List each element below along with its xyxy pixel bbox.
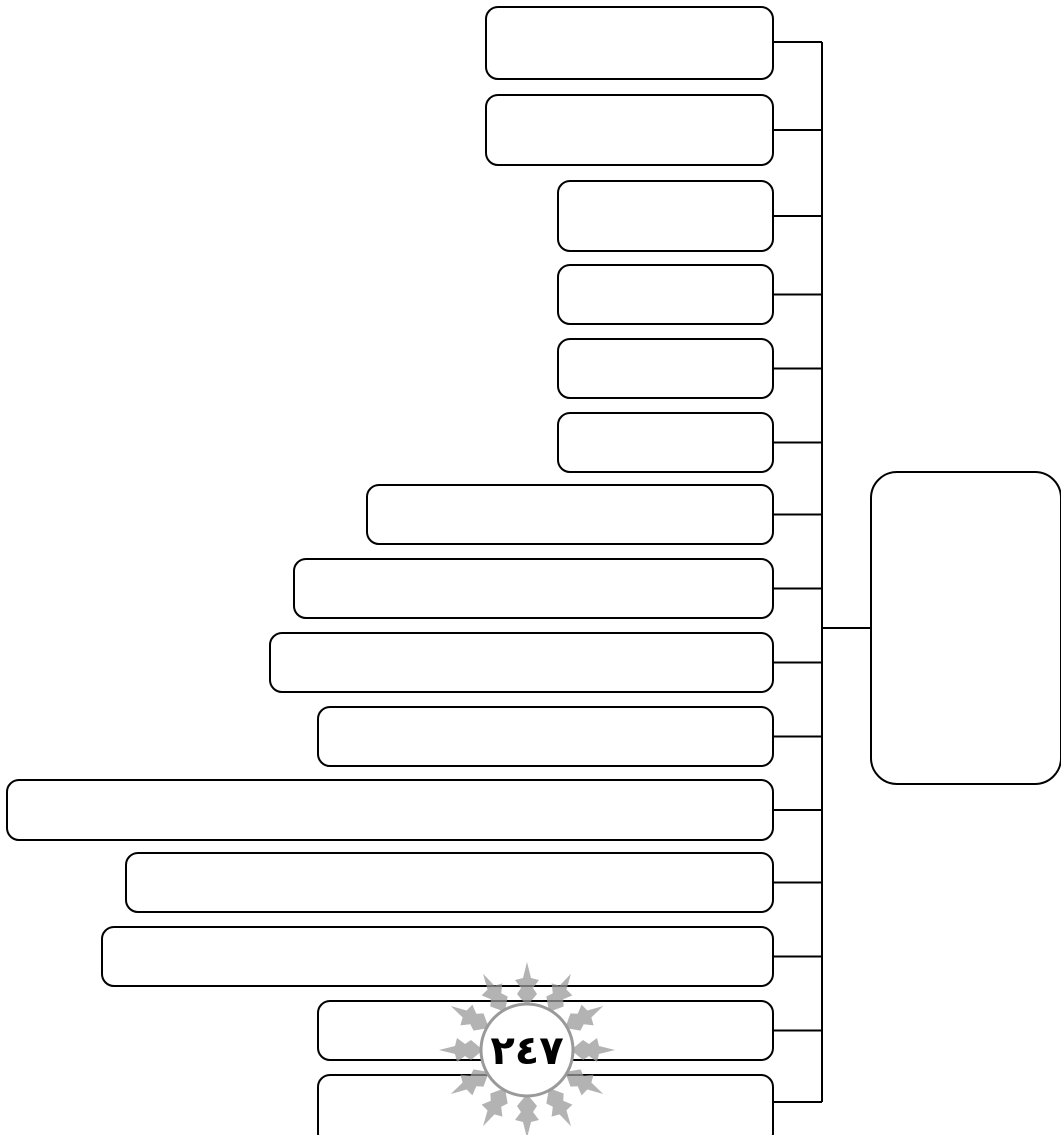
branch-node [558, 181, 773, 251]
branch-node [102, 927, 773, 986]
root-node [871, 472, 1061, 784]
branch-box [558, 181, 773, 251]
branch-box [486, 95, 773, 165]
branch-box [270, 633, 773, 692]
branch-node [558, 339, 773, 398]
page-number: ٢٤٧ [490, 1028, 563, 1074]
branch-box [7, 780, 773, 840]
branch-node [270, 633, 773, 692]
branch-node [558, 265, 773, 324]
branch-box [318, 707, 773, 766]
branch-node [367, 485, 773, 544]
branch-box [294, 559, 773, 618]
branch-box [367, 485, 773, 544]
connectors [773, 42, 871, 1102]
branch-node [318, 707, 773, 766]
branch-node [7, 780, 773, 840]
branch-node [486, 95, 773, 165]
branch-connectors [773, 42, 822, 1102]
root-box [871, 472, 1061, 784]
branch-box [126, 853, 773, 912]
branch-box [558, 265, 773, 324]
branch-nodes [7, 7, 773, 1135]
branch-node [126, 853, 773, 912]
branch-box [558, 339, 773, 398]
branch-box [102, 927, 773, 986]
branch-node [558, 413, 773, 472]
branch-box [558, 413, 773, 472]
branch-box [486, 7, 773, 79]
branch-node [486, 7, 773, 79]
branch-node [294, 559, 773, 618]
